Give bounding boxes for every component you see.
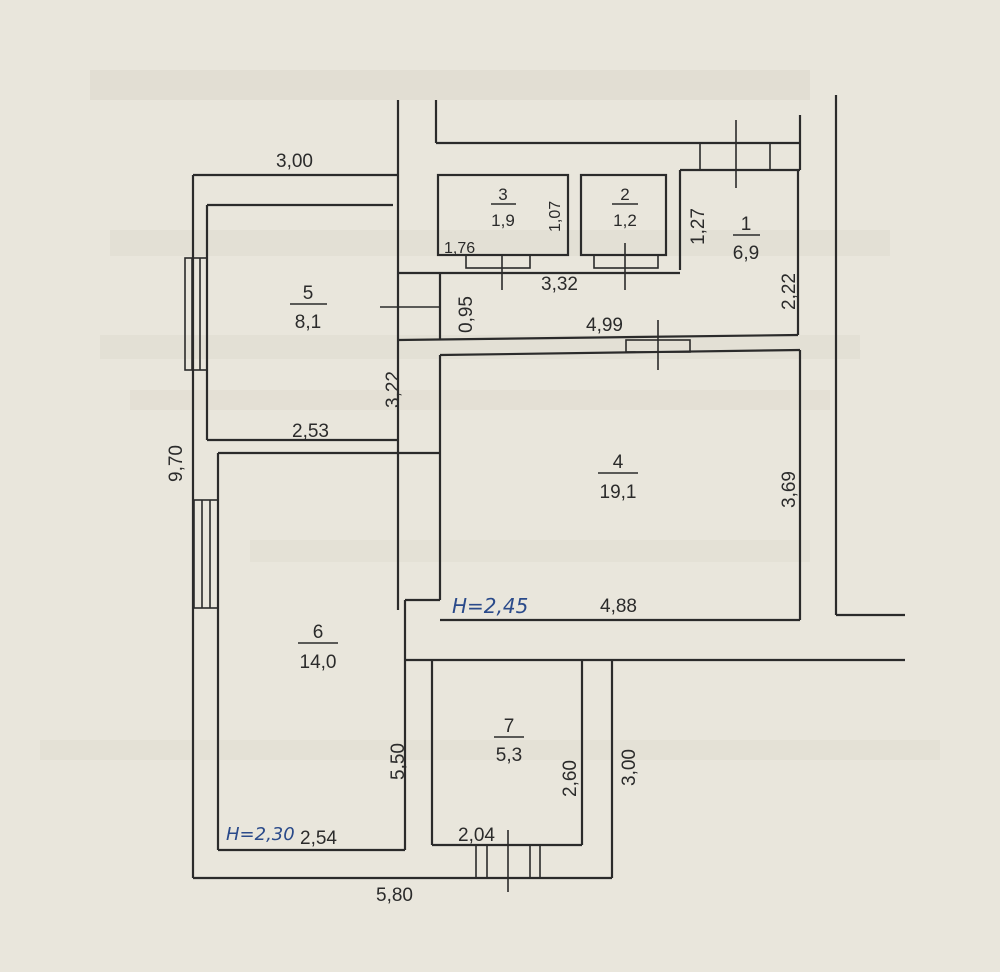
room-3-area: 1,9 — [491, 211, 515, 230]
room-3-number: 3 — [498, 185, 507, 204]
room-4-number: 4 — [613, 452, 624, 473]
dim-room6-height: 5,50 — [388, 743, 409, 780]
dim-corridor-width: 3,32 — [541, 274, 578, 295]
dimension-labels: 3,00 9,70 3,22 2,53 1,76 1,07 3,32 0,95 … — [166, 151, 800, 906]
room-6-area: 14,0 — [300, 652, 337, 673]
doors — [380, 120, 737, 892]
dim-room7-outer-height: 3,00 — [619, 749, 640, 786]
dim-overall-height: 9,70 — [166, 445, 187, 482]
fraction-bars — [290, 203, 760, 738]
ceiling-height-room6: H=2,30 — [226, 824, 295, 845]
dim-room4-bottom-width: 4,88 — [600, 596, 637, 617]
dim-room6-width: 2,54 — [300, 828, 337, 849]
dim-room7-inner-height: 2,60 — [560, 760, 581, 797]
room-2-area: 1,2 — [613, 211, 637, 230]
dim-room4-height: 3,69 — [779, 471, 800, 508]
walls — [191, 95, 905, 880]
room-1-number: 1 — [741, 214, 752, 235]
dim-room1-step: 1,27 — [688, 208, 709, 245]
dim-room1-height: 2,22 — [779, 273, 800, 310]
dim-room3-width: 1,76 — [444, 240, 475, 257]
ceiling-height-room4: H=2,45 — [452, 594, 528, 618]
room-5-area: 8,1 — [295, 312, 321, 333]
dim-top-left-width: 3,00 — [276, 151, 313, 172]
room-4-area: 19,1 — [600, 482, 637, 503]
room-6-number: 6 — [313, 622, 324, 643]
dim-corridor-height: 0,95 — [456, 296, 477, 333]
room-7-area: 5,3 — [496, 745, 522, 766]
dim-room5-height: 3,22 — [383, 371, 404, 408]
dim-room7-width: 2,04 — [458, 825, 495, 846]
ceiling-height-notes: H=2,45 H=2,30 — [226, 594, 528, 845]
dim-overall-bottom-width: 5,80 — [376, 885, 413, 906]
room-labels: 1 6,9 2 1,2 3 1,9 4 19,1 5 8,1 6 14,0 7 … — [295, 185, 759, 766]
room-1-area: 6,9 — [733, 243, 759, 264]
room-7-number: 7 — [504, 716, 515, 737]
dim-room4-top-width: 4,99 — [586, 315, 623, 336]
room-2-number: 2 — [620, 185, 629, 204]
dim-room3-height: 1,07 — [547, 201, 564, 232]
windows — [184, 142, 800, 609]
room-5-number: 5 — [303, 283, 314, 304]
dim-room5-width: 2,53 — [292, 421, 329, 442]
